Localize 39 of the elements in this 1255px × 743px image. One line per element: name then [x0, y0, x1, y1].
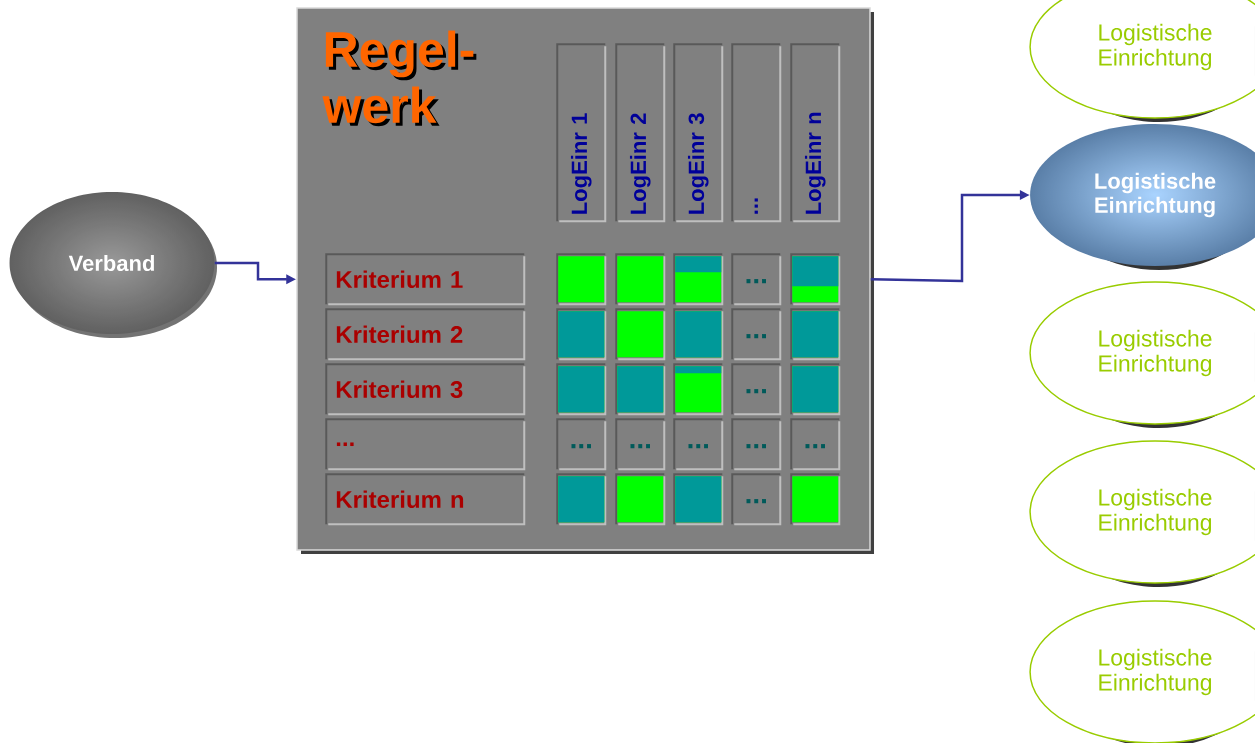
matrix-cell — [790, 308, 841, 361]
matrix-cell — [615, 473, 666, 526]
matrix-cell — [673, 308, 724, 361]
matrix-cell — [556, 308, 607, 361]
matrix-cell — [790, 363, 841, 416]
row-header: Kriterium n — [325, 473, 526, 526]
matrix-cell — [556, 253, 607, 306]
matrix-cell: ... — [790, 418, 841, 471]
column-header: ... — [731, 43, 782, 223]
matrix-cell — [556, 473, 607, 526]
matrix-cell: ... — [731, 308, 782, 361]
node-label: Logistische Einrichtung — [1099, 329, 1212, 377]
matrix-cell: ... — [673, 418, 724, 471]
matrix-cell — [556, 363, 607, 416]
matrix-cell: ... — [556, 418, 607, 471]
matrix-cell — [790, 253, 841, 306]
column-header: LogEinr 1 — [556, 43, 607, 223]
matrix-cell — [673, 363, 724, 416]
column-header: LogEinr n — [790, 43, 841, 223]
matrix-cell — [615, 253, 666, 306]
column-header: LogEinr 3 — [673, 43, 724, 223]
matrix-cell: ... — [615, 418, 666, 471]
matrix-cell — [673, 253, 724, 306]
row-header: Kriterium 3 — [325, 363, 526, 416]
node-label: Logistische Einrichtung — [1099, 23, 1212, 71]
matrix-cell — [615, 308, 666, 361]
matrix-cell — [790, 473, 841, 526]
matrix-cell — [615, 363, 666, 416]
matrix-cell: ... — [731, 473, 782, 526]
column-header: LogEinr 2 — [615, 43, 666, 223]
node-label: Logistische Einrichtung — [1099, 488, 1212, 536]
row-header: ... — [325, 418, 526, 471]
matrix-cell: ... — [731, 363, 782, 416]
matrix-cell: ... — [731, 253, 782, 306]
row-header: Kriterium 1 — [325, 253, 526, 306]
matrix-cell: ... — [731, 418, 782, 471]
row-header: Kriterium 2 — [325, 308, 526, 361]
matrix-cell — [673, 473, 724, 526]
node-label: Logistische Einrichtung — [1099, 648, 1212, 696]
